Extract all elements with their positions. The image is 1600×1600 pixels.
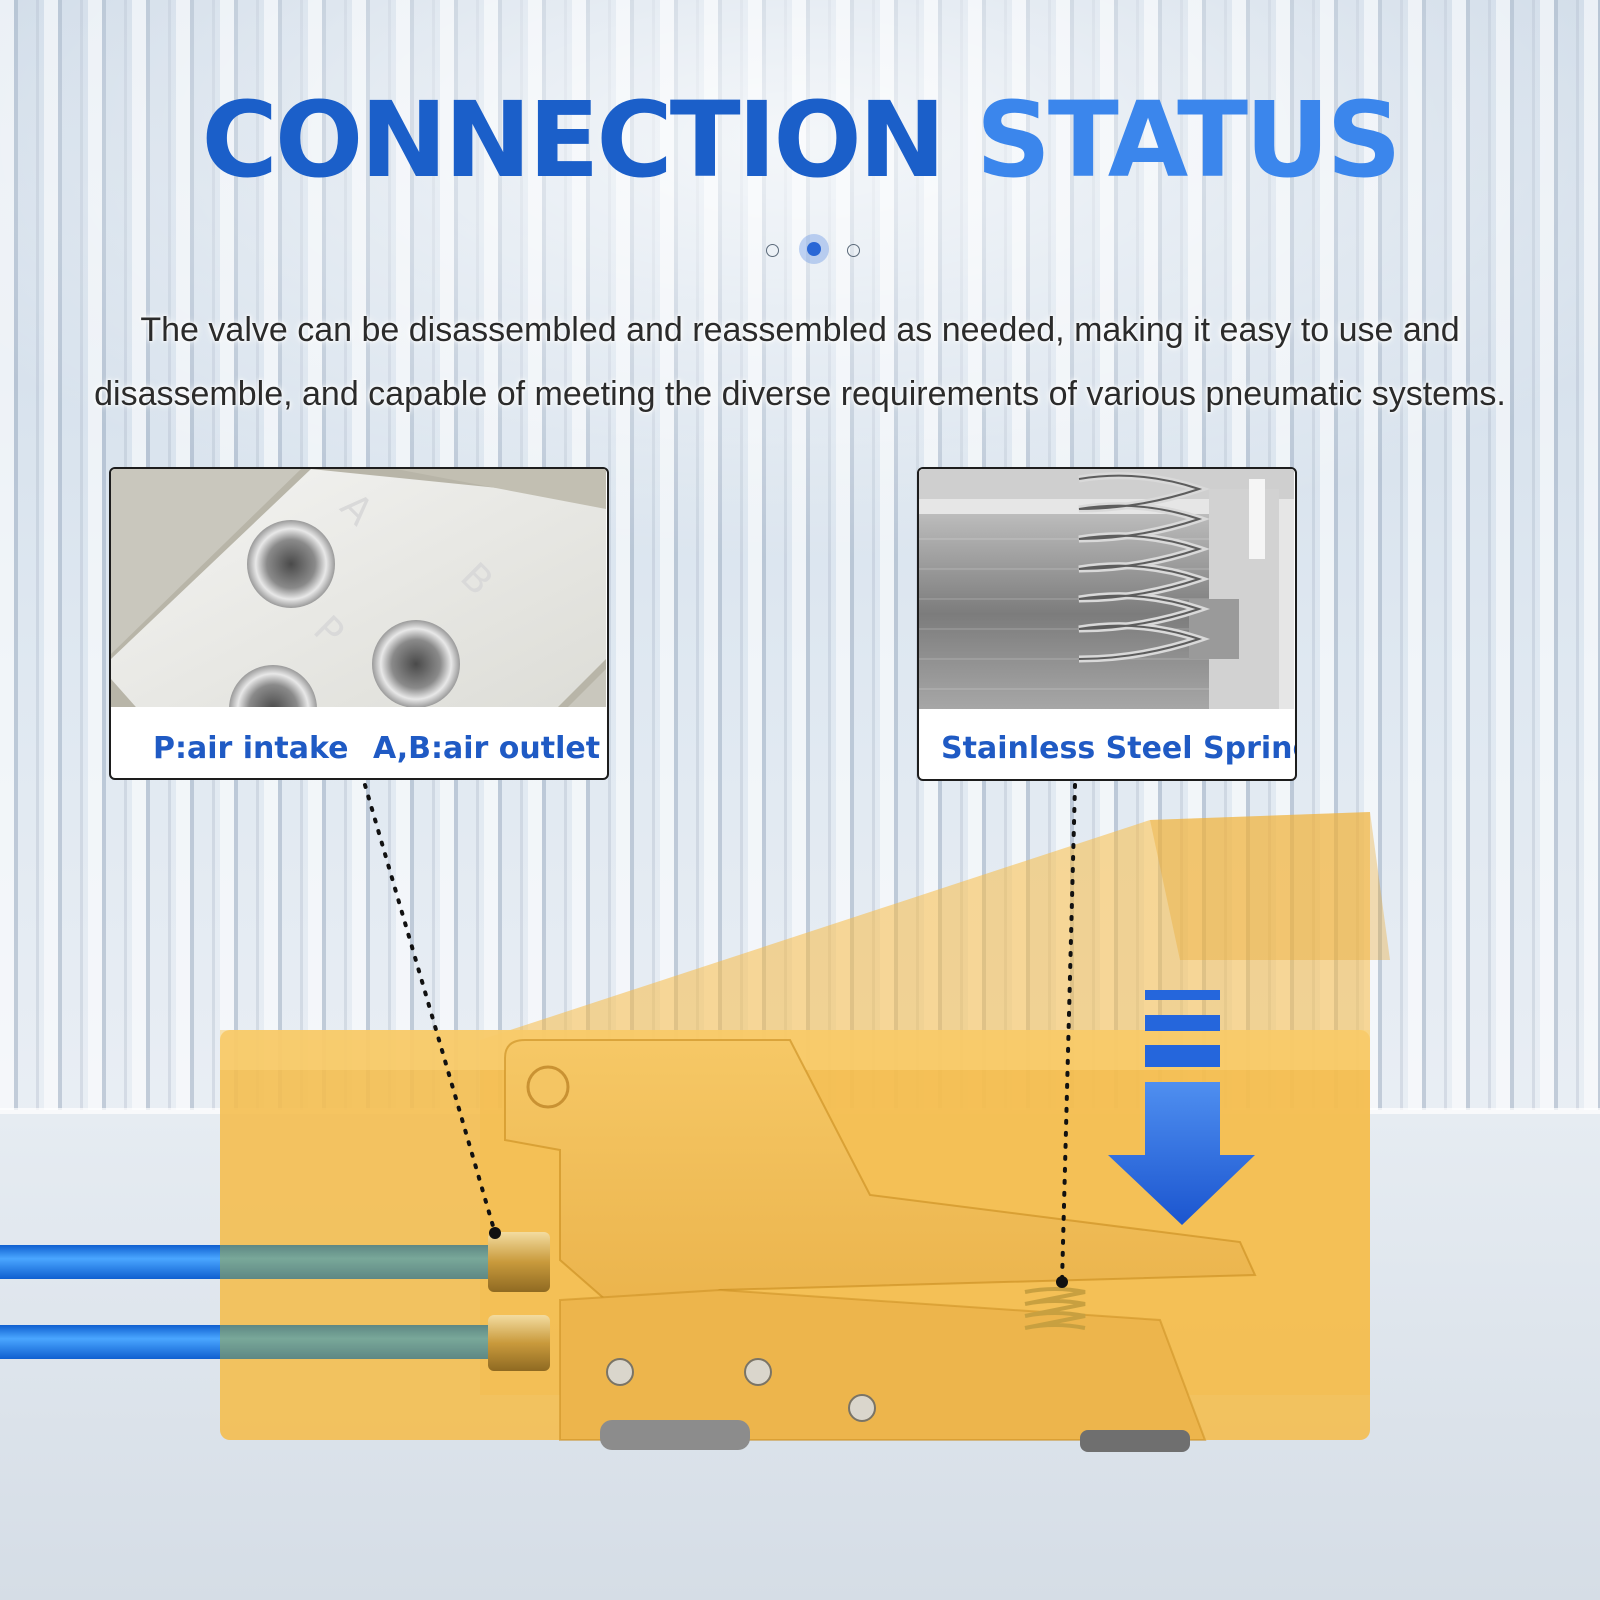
description: The valve can be disassembled and reasse…	[40, 298, 1560, 426]
leader-line-spring	[1060, 783, 1077, 1284]
screw	[744, 1358, 772, 1386]
pivot-screw	[526, 1065, 570, 1109]
page-title: CONNECTION STATUS	[0, 88, 1600, 192]
description-line-2: disassemble, and capable of meeting the …	[94, 375, 1506, 413]
fitting-upper	[488, 1232, 550, 1292]
title-word-1: CONNECTION	[201, 79, 946, 201]
caption-stainless-spring: Stainless Steel Spring	[941, 731, 1297, 766]
screw	[848, 1394, 876, 1422]
carousel-indicator	[766, 234, 876, 266]
down-arrow-icon	[1108, 990, 1255, 1225]
carousel-dot-icon[interactable]	[766, 244, 779, 257]
port-hole-a	[247, 520, 335, 608]
pedal	[504, 1039, 1257, 1332]
description-line-1: The valve can be disassembled and reasse…	[140, 311, 1460, 349]
carousel-dot-icon-active[interactable]	[799, 234, 829, 264]
foot-valve-illustration	[0, 783, 1390, 1452]
screw	[606, 1358, 634, 1386]
port-hole-b	[372, 620, 460, 708]
spring-callout: Stainless Steel Spring	[917, 467, 1297, 781]
ports-closeup-photo: A B P	[111, 469, 606, 724]
title-word-2: STATUS	[976, 79, 1401, 201]
carousel-dot-icon[interactable]	[847, 244, 860, 257]
return-spring	[1024, 1287, 1086, 1330]
spring-closeup-photo	[919, 469, 1294, 724]
caption-air-intake: P:air intake	[153, 731, 349, 766]
fitting-lower	[488, 1315, 550, 1371]
ports-callout: A B P P:air intake A,B:air outlet	[109, 467, 609, 780]
caption-air-outlet: A,B:air outlet	[373, 731, 601, 766]
